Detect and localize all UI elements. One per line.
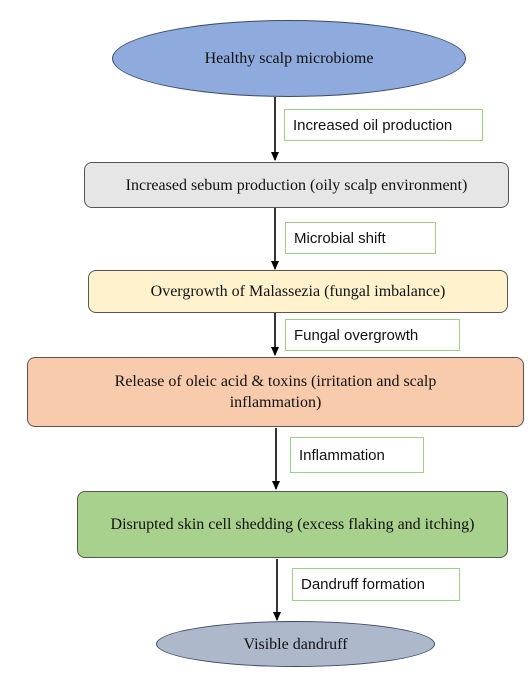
node-overgrowth-of-malassezia: Overgrowth of Malassezia (fungal imbalan… (88, 270, 508, 313)
edge-label-microbial-shift: Microbial shift (285, 222, 436, 254)
node-visible-dandruff: Visible dandruff (156, 621, 435, 667)
node-release-of-oleic-acid: Release of oleic acid & toxins (irritati… (27, 357, 524, 427)
edge-label-fungal-overgrowth: Fungal overgrowth (285, 319, 460, 351)
edge-label-inflammation: Inflammation (290, 437, 424, 473)
node-increased-sebum-production: Increased sebum production (oily scalp e… (84, 162, 509, 208)
node-disrupted-skin-cell-shedding: Disrupted skin cell shedding (excess fla… (77, 491, 508, 558)
node-healthy-scalp-microbiome: Healthy scalp microbiome (112, 20, 466, 97)
edge-label-dandruff-formation: Dandruff formation (292, 568, 460, 601)
edge-label-increased-oil-production: Increased oil production (284, 109, 483, 141)
